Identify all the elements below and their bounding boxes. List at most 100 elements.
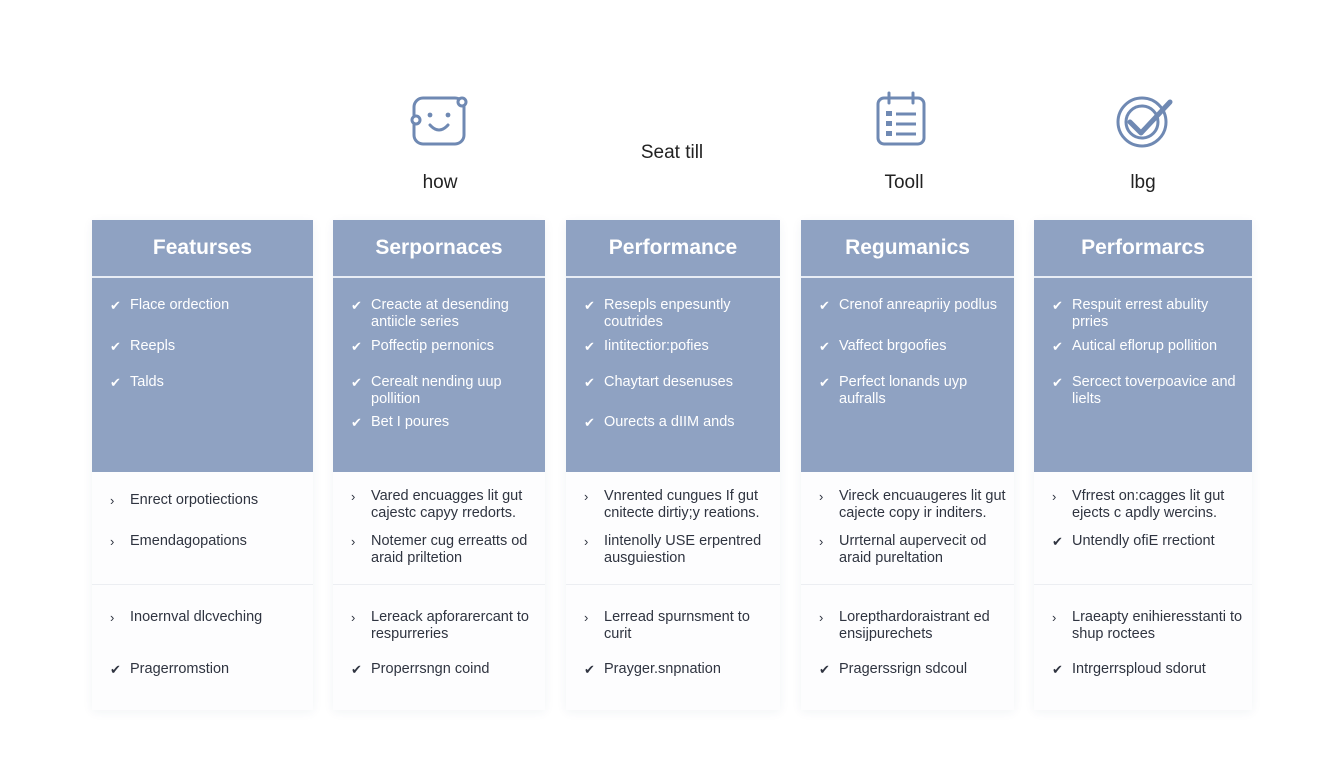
list-item: ✔Ourects a dIIM ands: [584, 414, 772, 431]
column-title: Featurses: [92, 220, 313, 278]
list-item: › Lerread spurnsment to curit: [584, 609, 772, 643]
list-item: ✔Untendly ofiE rrectiont: [1052, 533, 1244, 550]
column-blue-panel: ✔ Flace ordection ✔ Reepls ✔ Talds: [92, 278, 313, 472]
chevron-right-icon: ›: [351, 534, 356, 549]
column-blue-panel: ✔Crenof anreapriiy podlus ✔Vaffect brgoo…: [801, 278, 1014, 472]
check-icon: ✔: [584, 298, 595, 313]
column-title: Performarcs: [1034, 220, 1252, 278]
chevron-right-icon: ›: [110, 493, 115, 508]
list-item: ✔Autical eflorup pollition: [1052, 338, 1244, 355]
check-icon: ✔: [1052, 534, 1063, 549]
item-text: Emendagopations: [130, 533, 247, 549]
list-item: ✔Sercect toverpoavice and lielts: [1052, 374, 1244, 408]
list-item: ✔Crenof anreapriiy podlus: [819, 297, 1006, 314]
chevron-right-icon: ›: [819, 534, 824, 549]
item-text: Perfect lonands uyp aufralls: [839, 374, 968, 407]
check-icon: ✔: [351, 298, 362, 313]
check-icon: ✔: [351, 415, 362, 430]
item-text: Crenof anreapriiy podlus: [839, 297, 997, 313]
divider: [333, 584, 545, 585]
column-blue-panel: ✔ Respuit errest abulity prries ✔Autical …: [1034, 278, 1252, 472]
check-icon: ✔: [819, 662, 830, 677]
list-item: ✔ Resepls enpesuntly coutrides: [584, 297, 772, 331]
chevron-right-icon: ›: [584, 489, 589, 504]
divider: [801, 584, 1014, 585]
column-1: Featurses ✔ Flace ordection ✔ Reepls ✔ Tald…: [92, 220, 313, 710]
list-item: ✔Vaffect brgoofies: [819, 338, 1006, 355]
list-item: › Vared encuagges lit gut cajestc capyy r…: [351, 488, 537, 522]
list-item: ✔ Talds: [110, 374, 305, 391]
chevron-right-icon: ›: [351, 489, 356, 504]
calendar-list-icon: [874, 90, 928, 148]
header-caption-4: lbg: [1130, 172, 1156, 193]
list-item: ✔Iintitectior:pofies: [584, 338, 772, 355]
item-text: Flace ordection: [130, 297, 230, 313]
header-caption-2: Seat till: [640, 142, 704, 163]
divider: [1034, 584, 1252, 585]
item-text: Inoernval dlcveching: [130, 609, 263, 625]
list-item: ✔Pragerromstion: [110, 661, 305, 678]
column-4: Regumanics ✔Crenof anreapriiy podlus ✔Va…: [801, 220, 1014, 710]
list-item: ✔ Pragerssrign sdcoul: [819, 661, 1006, 678]
column-title: Regumanics: [801, 220, 1014, 278]
item-text: Urrternal aupervecit od araid pureltatio…: [839, 533, 987, 566]
list-item: ✔ Respuit errest abulity prries: [1052, 297, 1244, 331]
list-item: ✔ Bet I poures: [351, 414, 537, 431]
list-item: ✔Chaytart desenuses: [584, 374, 772, 391]
item-text: Pragerssrign sdcoul: [839, 661, 968, 677]
item-text: Reepls: [130, 338, 176, 354]
check-icon: ✔: [1052, 298, 1063, 313]
item-text: Lereack apforarercant to respurreries: [371, 609, 529, 642]
check-badge-icon: [1114, 92, 1174, 152]
list-item: ✔Properrsngn coind: [351, 661, 537, 678]
chevron-right-icon: ›: [351, 610, 356, 625]
list-item: › Urrternal aupervecit od araid pureltati…: [819, 533, 1006, 567]
item-text: Properrsngn coind: [371, 661, 490, 677]
chevron-right-icon: ›: [110, 610, 115, 625]
list-item: ✔Poffectip pernonics: [351, 338, 537, 355]
check-icon: ✔: [110, 339, 121, 354]
item-text: Lerread spurnsment to curit: [604, 609, 750, 642]
item-text: Vared encuagges lit gut cajestc capyy rr…: [371, 488, 523, 521]
check-icon: ✔: [819, 375, 830, 390]
chevron-right-icon: ›: [584, 610, 589, 625]
item-text: Chaytart desenuses: [604, 374, 733, 390]
check-icon: ✔: [110, 662, 121, 677]
check-icon: ✔: [351, 339, 362, 354]
header-caption-3: Tooll: [884, 172, 924, 193]
list-item: ✔Intrgerrsploud sdorut: [1052, 661, 1244, 678]
chevron-right-icon: ›: [584, 534, 589, 549]
chevron-right-icon: ›: [819, 610, 824, 625]
list-item: ›Vfrrest on:cagges lit gut ejects c apdl…: [1052, 488, 1244, 522]
item-text: Respuit errest abulity prries: [1072, 297, 1209, 330]
divider: [566, 584, 780, 585]
item-text: Resepls enpesuntly coutrides: [604, 297, 731, 330]
item-text: Lorepthardoraistrant ed ensijpurechets: [839, 609, 990, 642]
item-text: Creacte at desending antiicle series: [371, 297, 509, 330]
item-text: Autical eflorup pollition: [1072, 338, 1218, 354]
column-white-panel: › Vared encuagges lit gut cajestc capyy r…: [333, 472, 545, 710]
check-icon: ✔: [110, 298, 121, 313]
column-white-panel: ›Vireck encuaugeres lit gut cajecte copy…: [801, 472, 1014, 710]
list-item: ✔ Flace ordection: [110, 297, 305, 314]
item-text: Vnrented cungues If gut cnitecte dirtiy;…: [604, 488, 760, 521]
item-text: Vaffect brgoofies: [839, 338, 947, 354]
list-item: ✔Cerealt nending uup pollition: [351, 374, 537, 408]
list-item: ✔ Reepls: [110, 338, 305, 355]
list-item: ✔ Creacte at desending antiicle series: [351, 297, 537, 331]
divider: [92, 584, 313, 585]
item-text: Bet I poures: [371, 414, 450, 430]
list-item: ✔Prayger.snpnation: [584, 661, 772, 678]
check-icon: ✔: [110, 375, 121, 390]
list-item: ›Lraeapty enihieresstanti to shup roctee…: [1052, 609, 1244, 643]
list-item: › Lereack apforarercant to respurreries: [351, 609, 537, 643]
column-3: Performance ✔ Resepls enpesuntly coutride…: [566, 220, 780, 710]
chevron-right-icon: ›: [1052, 610, 1057, 625]
column-title: Performance: [566, 220, 780, 278]
list-item: ✔ Perfect lonands uyp aufralls: [819, 374, 1006, 408]
item-text: Talds: [130, 374, 164, 390]
item-text: Ourects a dIIM ands: [604, 414, 735, 430]
item-text: Intrgerrsploud sdorut: [1072, 661, 1206, 677]
list-item: ›Emendagopations: [110, 533, 305, 550]
column-white-panel: ›Enrect orpotiections ›Emendagopations ›…: [92, 472, 313, 710]
